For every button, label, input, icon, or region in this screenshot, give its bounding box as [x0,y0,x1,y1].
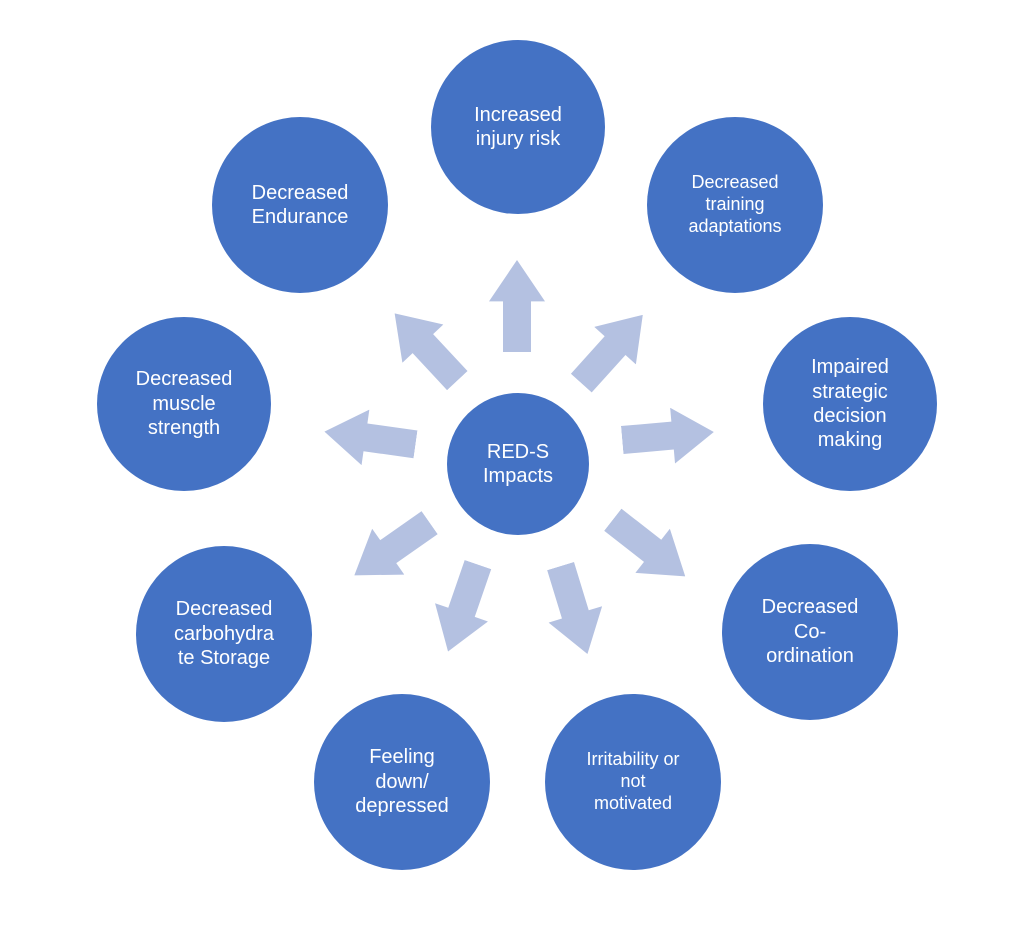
impact-carbohydrate-storage: Decreased carbohydra te Storage [136,546,312,722]
impact-muscle-strength: Decreased muscle strength [97,317,271,491]
impact-label: Impaired strategic decision making [811,356,889,452]
arrow-to-muscle-strength [321,404,420,472]
impact-label: Decreased carbohydra te Storage [173,598,275,670]
arrow-to-injury-risk [489,260,545,352]
impact-label: Decreased Endurance [251,181,349,228]
impact-label: Decreased training adaptations [688,172,782,236]
impact-label: Increased injury risk [474,103,562,150]
arrow-to-coordination [596,498,703,599]
arrow-to-carbohydrate-storage [338,500,445,599]
center-node: RED-S Impacts [447,393,589,535]
arrow-to-decision-making [620,404,717,468]
impact-training-adaptations: Decreased training adaptations [647,117,823,293]
impact-injury-risk: Increased injury risk [431,40,605,214]
arrow-to-feeling-down [422,555,505,660]
impact-endurance: Decreased Endurance [212,117,388,293]
arrow-to-irritability [534,558,614,662]
center-label: RED-S Impacts [482,440,554,487]
impact-irritability: Irritability or not motivated [545,694,721,870]
impact-decision-making: Impaired strategic decision making [763,317,937,491]
impact-label: Feeling down/ depressed [355,746,449,818]
impact-coordination: Decreased Co- ordination [722,544,898,720]
impact-feeling-down: Feeling down/ depressed [314,694,490,870]
arrow-to-endurance [374,294,478,399]
impact-label: Decreased muscle strength [135,368,233,440]
impact-label: Decreased Co- ordination [761,596,859,668]
impact-label: Irritability or not motivated [586,749,680,813]
arrow-to-training-adaptations [560,296,663,402]
